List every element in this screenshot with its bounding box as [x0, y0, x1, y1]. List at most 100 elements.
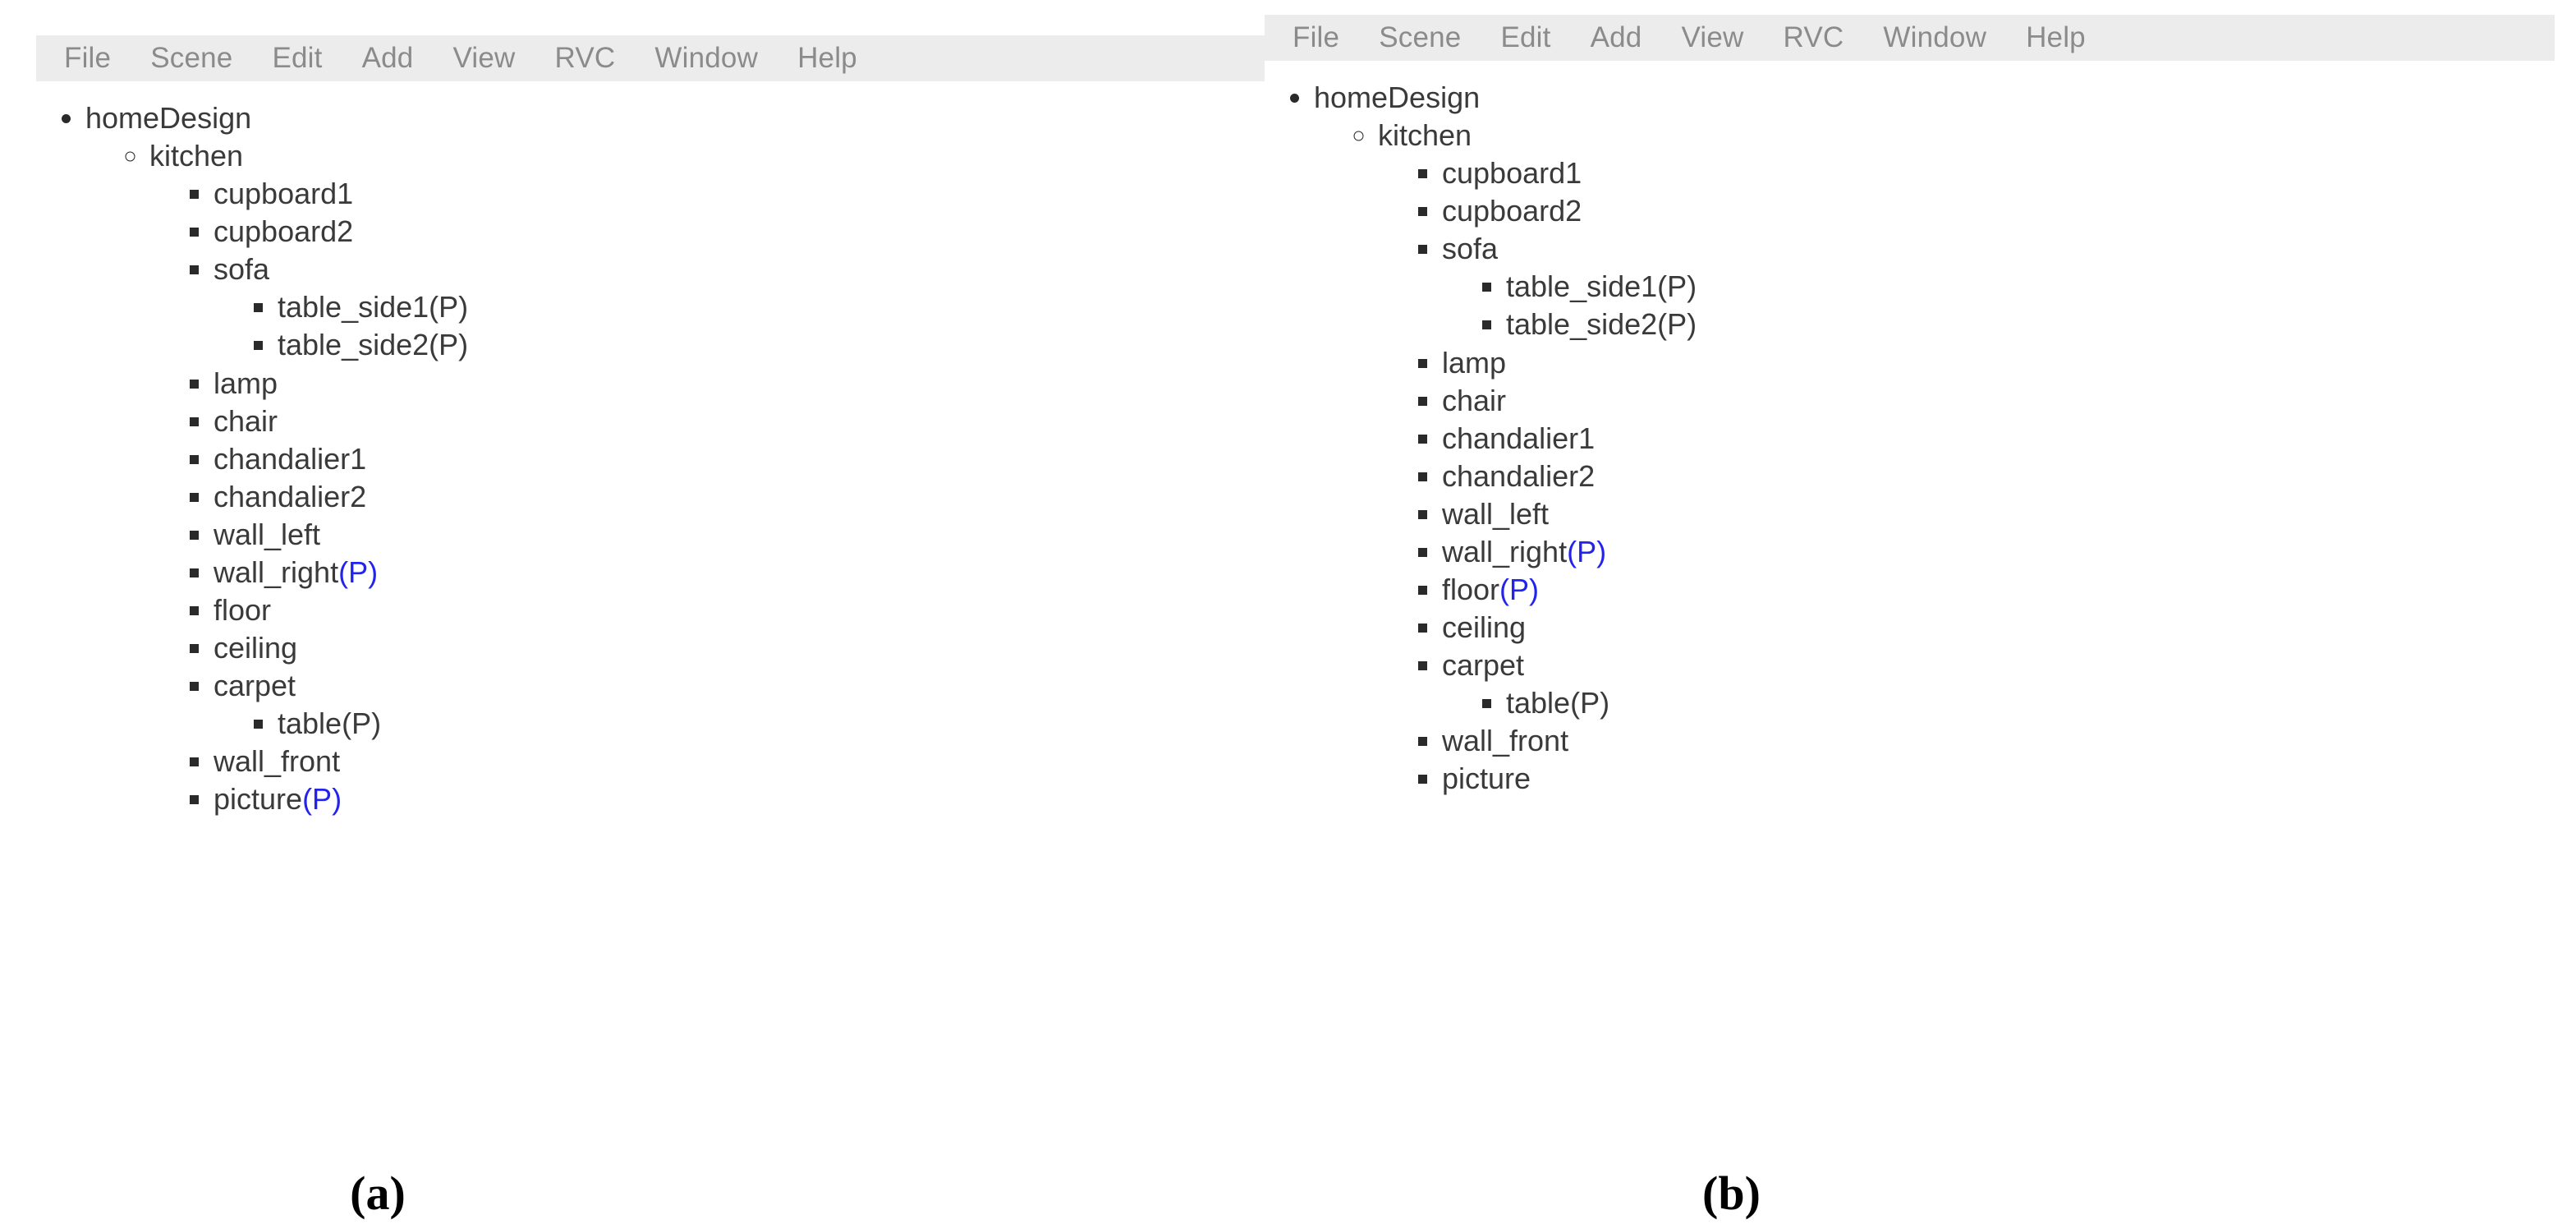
- menu-item-view[interactable]: View: [452, 42, 516, 74]
- scene-tree-b: homeDesignkitchencupboard1cupboard2sofat…: [1265, 61, 2555, 798]
- tree-node[interactable]: floor(P): [1442, 571, 2555, 609]
- tree-node-label: cupboard1: [1442, 156, 1582, 191]
- tree-node[interactable]: sofatable_side1(P)table_side2(P): [1442, 230, 2555, 343]
- tree-node-label: homeDesign: [1314, 81, 1481, 114]
- tree-node-label: kitchen: [1378, 118, 1472, 153]
- tree-node[interactable]: carpettable(P): [1442, 647, 2555, 722]
- tree-node[interactable]: chandalier1: [214, 440, 1265, 478]
- tree-level-3: table_side1(P)table_side2(P): [214, 288, 1265, 364]
- tree-node-label: cupboard2: [1442, 194, 1582, 228]
- tree-node[interactable]: floor: [214, 591, 1265, 629]
- figure-caption-a: (a): [350, 1166, 406, 1220]
- tree-level-0: homeDesignkitchencupboard1cupboard2sofat…: [1265, 79, 2555, 798]
- tree-node[interactable]: ceiling: [1442, 609, 2555, 647]
- tree-node[interactable]: cupboard2: [1442, 192, 2555, 230]
- menubar-b[interactable]: File Scene Edit Add View RVC Window Help: [1265, 15, 2555, 61]
- tree-node-flag: (P): [342, 706, 382, 741]
- tree-node-label: wall_left: [1442, 496, 1550, 531]
- tree-node-label: lamp: [214, 366, 278, 400]
- tree-node[interactable]: homeDesignkitchencupboard1cupboard2sofat…: [85, 99, 1265, 818]
- tree-node-label: table_side2: [278, 328, 429, 362]
- tree-node-label: wall_front: [1442, 724, 1569, 758]
- menu-item-add[interactable]: Add: [361, 42, 414, 74]
- tree-node[interactable]: lamp: [1442, 344, 2555, 382]
- tree-node[interactable]: wall_left: [214, 516, 1265, 554]
- tree-node[interactable]: wall_left: [1442, 495, 2555, 533]
- tree-node[interactable]: ceiling: [214, 629, 1265, 667]
- menu-item-file[interactable]: File: [1293, 21, 1340, 53]
- tree-node[interactable]: picture(P): [214, 780, 1265, 818]
- tree-node[interactable]: chandalier1: [1442, 420, 2555, 458]
- menu-item-help[interactable]: Help: [797, 42, 857, 74]
- tree-level-2: cupboard1cupboard2sofatable_side1(P)tabl…: [149, 175, 1265, 818]
- tree-node[interactable]: sofatable_side1(P)table_side2(P): [214, 251, 1265, 364]
- menu-item-rvc[interactable]: RVC: [1783, 21, 1844, 53]
- scene-tree-a: homeDesignkitchencupboard1cupboard2sofat…: [36, 81, 1265, 818]
- tree-node-label: table_side1: [278, 290, 429, 324]
- tree-node-label: ceiling: [1442, 610, 1527, 645]
- tree-node[interactable]: homeDesignkitchencupboard1cupboard2sofat…: [1314, 79, 2555, 798]
- tree-node[interactable]: table_side1(P): [278, 288, 1265, 326]
- tree-node[interactable]: wall_right(P): [214, 554, 1265, 591]
- tree-node-label: carpet: [214, 669, 296, 703]
- tree-node[interactable]: kitchencupboard1cupboard2sofatable_side1…: [149, 137, 1265, 818]
- tree-node[interactable]: table_side2(P): [278, 326, 1265, 364]
- menu-item-add[interactable]: Add: [1590, 21, 1642, 53]
- tree-node[interactable]: cupboard2: [214, 213, 1265, 251]
- tree-level-3: table(P): [1442, 684, 2555, 722]
- tree-node[interactable]: kitchencupboard1cupboard2sofatable_side1…: [1378, 117, 2555, 798]
- tree-node-label: cupboard1: [214, 177, 354, 211]
- tree-node[interactable]: table_side2(P): [1506, 306, 2555, 343]
- tree-node-label: table_side2: [1506, 307, 1658, 342]
- menu-item-help[interactable]: Help: [2026, 21, 2086, 53]
- tree-node[interactable]: chair: [214, 403, 1265, 440]
- tree-node[interactable]: chair: [1442, 382, 2555, 420]
- tree-node[interactable]: chandalier2: [214, 478, 1265, 516]
- menu-item-window[interactable]: Window: [654, 42, 759, 74]
- tree-node[interactable]: wall_front: [214, 743, 1265, 780]
- menu-item-edit[interactable]: Edit: [1500, 21, 1551, 53]
- tree-node-flag: (P): [1570, 686, 1610, 720]
- menu-item-file[interactable]: File: [64, 42, 112, 74]
- tree-level-2: cupboard1cupboard2sofatable_side1(P)tabl…: [1378, 154, 2555, 798]
- app-window-b: File Scene Edit Add View RVC Window Help homeDe…: [1265, 15, 2555, 798]
- tree-node-flag: (P): [338, 554, 379, 589]
- menubar-a[interactable]: File Scene Edit Add View RVC Window Help: [36, 35, 1265, 81]
- tree-node-label: carpet: [1442, 648, 1525, 683]
- menu-item-rvc[interactable]: RVC: [554, 42, 616, 74]
- tree-node-flag: (P): [1657, 269, 1697, 304]
- tree-node-label: wall_right: [1442, 534, 1568, 568]
- tree-node-label: wall_left: [214, 517, 321, 551]
- tree-node[interactable]: wall_right(P): [1442, 533, 2555, 571]
- tree-node-label: kitchen: [149, 139, 244, 173]
- menu-item-scene[interactable]: Scene: [150, 42, 233, 74]
- tree-level-1: kitchencupboard1cupboard2sofatable_side1…: [85, 137, 1265, 818]
- tree-node-label: cupboard2: [214, 214, 354, 249]
- menu-item-scene[interactable]: Scene: [1379, 21, 1462, 53]
- tree-node[interactable]: carpettable(P): [214, 667, 1265, 743]
- tree-node[interactable]: table(P): [278, 705, 1265, 743]
- tree-node-label: ceiling: [214, 631, 298, 665]
- tree-node-label: chair: [214, 403, 278, 438]
- tree-level-0: homeDesignkitchencupboard1cupboard2sofat…: [36, 99, 1265, 818]
- tree-node[interactable]: wall_front: [1442, 722, 2555, 760]
- tree-node-flag: (P): [1657, 307, 1697, 342]
- tree-node-flag: (P): [1499, 573, 1540, 607]
- tree-node[interactable]: table(P): [1506, 684, 2555, 722]
- tree-node-flag: (P): [1567, 534, 1607, 568]
- tree-node[interactable]: cupboard1: [1442, 154, 2555, 192]
- tree-node[interactable]: chandalier2: [1442, 458, 2555, 495]
- tree-node[interactable]: lamp: [214, 365, 1265, 403]
- panel-a: File Scene Edit Add View RVC Window Help homeDe…: [0, 0, 1265, 1224]
- tree-node-label: chandalier1: [214, 441, 367, 476]
- tree-node[interactable]: cupboard1: [214, 175, 1265, 213]
- tree-node-label: homeDesign: [85, 101, 252, 135]
- menu-item-view[interactable]: View: [1681, 21, 1744, 53]
- tree-node[interactable]: picture: [1442, 760, 2555, 798]
- tree-node-label: table: [1506, 686, 1571, 720]
- menu-item-edit[interactable]: Edit: [272, 42, 323, 74]
- menu-item-window[interactable]: Window: [1883, 21, 1987, 53]
- tree-node[interactable]: table_side1(P): [1506, 268, 2555, 306]
- tree-node-label: chandalier2: [1442, 458, 1596, 493]
